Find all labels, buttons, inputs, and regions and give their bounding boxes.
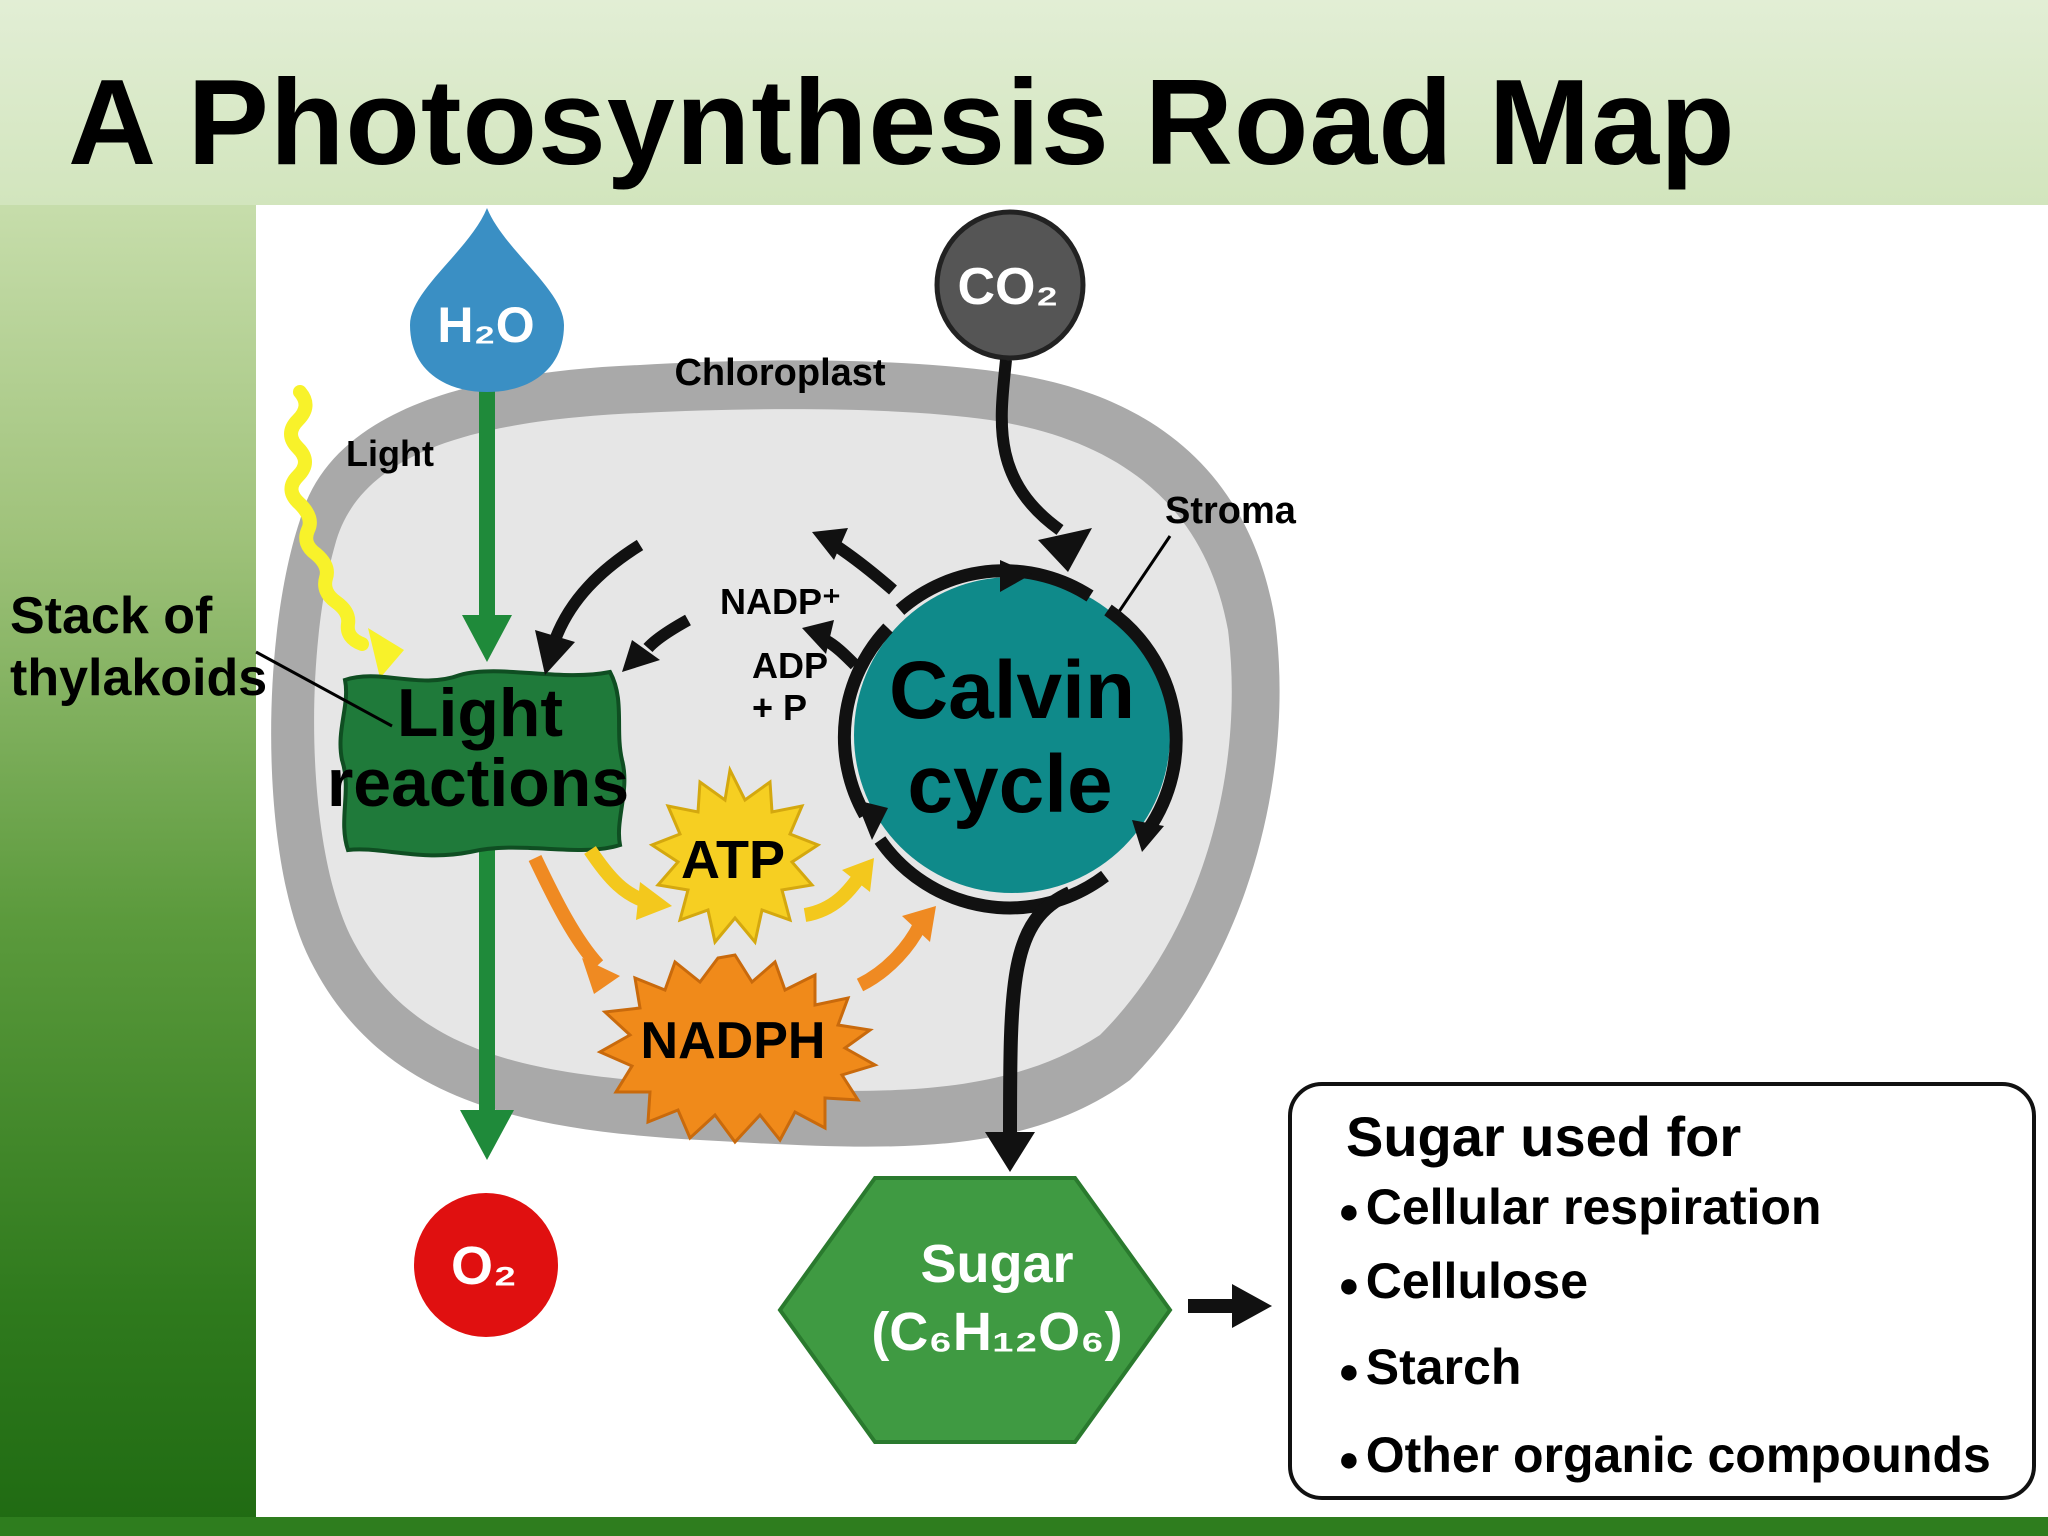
atp-label: ATP: [681, 830, 785, 890]
light-reactions-label-line1: Light: [397, 675, 563, 751]
co2-flow-arrow: [995, 359, 1064, 535]
list-item: ●Other organic compounds: [1338, 1418, 1991, 1492]
calvin-cycle-ring-bottom: [874, 836, 1109, 915]
co2-label: CO₂: [957, 258, 1058, 316]
nadp-return-arrowhead-1: [535, 630, 575, 675]
nadph-to-calvin-arrowhead: [902, 906, 936, 942]
oxygen-circle: [414, 1193, 558, 1337]
list-item: ●Cellular respiration: [1338, 1170, 1991, 1244]
calvin-to-sugar-arrowhead: [985, 1132, 1035, 1172]
sugar-uses-box: Sugar used for ●Cellular respiration ●Ce…: [1288, 1082, 2036, 1500]
nadp-plus-label: NADP⁺: [720, 581, 841, 622]
adp-label-line2: + P: [752, 687, 807, 728]
bullet-icon: ●: [1338, 1437, 1360, 1479]
light-to-nadph-arrowhead: [582, 958, 620, 994]
light-label: Light: [346, 433, 434, 474]
chloroplast-label: Chloroplast: [674, 352, 885, 394]
bullet-icon: ●: [1338, 1189, 1360, 1231]
bullet-icon: ●: [1338, 1349, 1360, 1391]
co2-circle: [934, 209, 1086, 361]
light-to-nadph-arrow: [528, 854, 604, 970]
calvin-cycle-label-line1: Calvin: [889, 645, 1135, 736]
nadph-to-calvin-arrow: [856, 921, 927, 992]
stroma-label: Stroma: [1165, 490, 1297, 532]
sugar-to-uses-arrowhead: [1232, 1284, 1272, 1328]
water-drop: [410, 208, 564, 392]
sugar-uses-title: Sugar used for: [1346, 1105, 1742, 1168]
calvin-cycle-arrowhead-3: [856, 800, 888, 840]
calvin-cycle-label-line2: cycle: [907, 739, 1112, 830]
light-wave-arrowhead: [368, 628, 404, 678]
oxygen-label: O₂: [451, 1236, 517, 1296]
calvin-cycle-arrowhead-2: [1132, 820, 1164, 852]
light-reactions-label-line2: reactions: [327, 745, 629, 821]
sugar-use-item: Other organic compounds: [1365, 1427, 1991, 1483]
stack-of-thylakoids-label: Stack of thylakoids: [10, 585, 267, 709]
atp-burst: [648, 765, 822, 946]
light-wave: [284, 385, 369, 651]
thylakoid-stack: [338, 669, 627, 858]
calvin-to-nadp-arrowhead: [812, 528, 848, 560]
sugar-uses-list: ●Cellular respiration ●Cellulose ●Starch…: [1338, 1170, 1991, 1492]
slide-title: A Photosynthesis Road Map: [68, 54, 1736, 190]
adp-return-arrow: [643, 614, 691, 653]
adp-return-arrowhead: [622, 640, 660, 672]
sugar-use-item: Cellulose: [1365, 1253, 1589, 1309]
list-item: ●Cellulose: [1338, 1244, 1991, 1318]
bullet-icon: ●: [1338, 1263, 1360, 1305]
calvin-to-sugar-arrow: [1003, 886, 1074, 1141]
calvin-cycle-circle: [854, 577, 1170, 893]
adp-label-line1: ADP: [752, 645, 828, 686]
calvin-cycle-ring-left: [837, 623, 893, 819]
water-flow-arrowhead: [462, 615, 512, 662]
stack-of-thylakoids-line1: Stack of: [10, 587, 213, 645]
calvin-cycle-ring-top: [895, 564, 1094, 615]
sugar-use-item: Cellular respiration: [1365, 1179, 1822, 1235]
sugar-use-item: Starch: [1365, 1339, 1522, 1395]
sugar-label-line1: Sugar: [920, 1234, 1073, 1294]
atp-to-calvin-arrowhead: [842, 858, 874, 892]
nadph-burst: [596, 953, 879, 1145]
title-band: [0, 0, 2048, 205]
bottom-band: [0, 1517, 2048, 1536]
calvin-to-nadp-arrow: [831, 540, 897, 595]
light-to-atp-arrowhead: [636, 882, 672, 920]
water-label: H₂O: [437, 297, 534, 353]
nadp-return-arrow-1: [549, 539, 644, 643]
list-item: ●Starch: [1338, 1330, 1991, 1404]
thylakoid-leader-line: [255, 650, 393, 728]
oxygen-flow-arrowhead: [460, 1110, 514, 1160]
co2-flow-arrowhead: [1038, 528, 1092, 572]
sugar-hexagon: [777, 1176, 1173, 1444]
sugar-label-line2: (C₆H₁₂O₆): [871, 1302, 1122, 1362]
stack-of-thylakoids-line2: thylakoids: [10, 649, 268, 707]
calvin-cycle-arrowhead-1: [1000, 560, 1032, 592]
calvin-to-adp-arrowhead: [802, 620, 834, 654]
calvin-cycle-ring-right: [1104, 604, 1183, 834]
nadph-label: NADPH: [641, 1012, 826, 1070]
